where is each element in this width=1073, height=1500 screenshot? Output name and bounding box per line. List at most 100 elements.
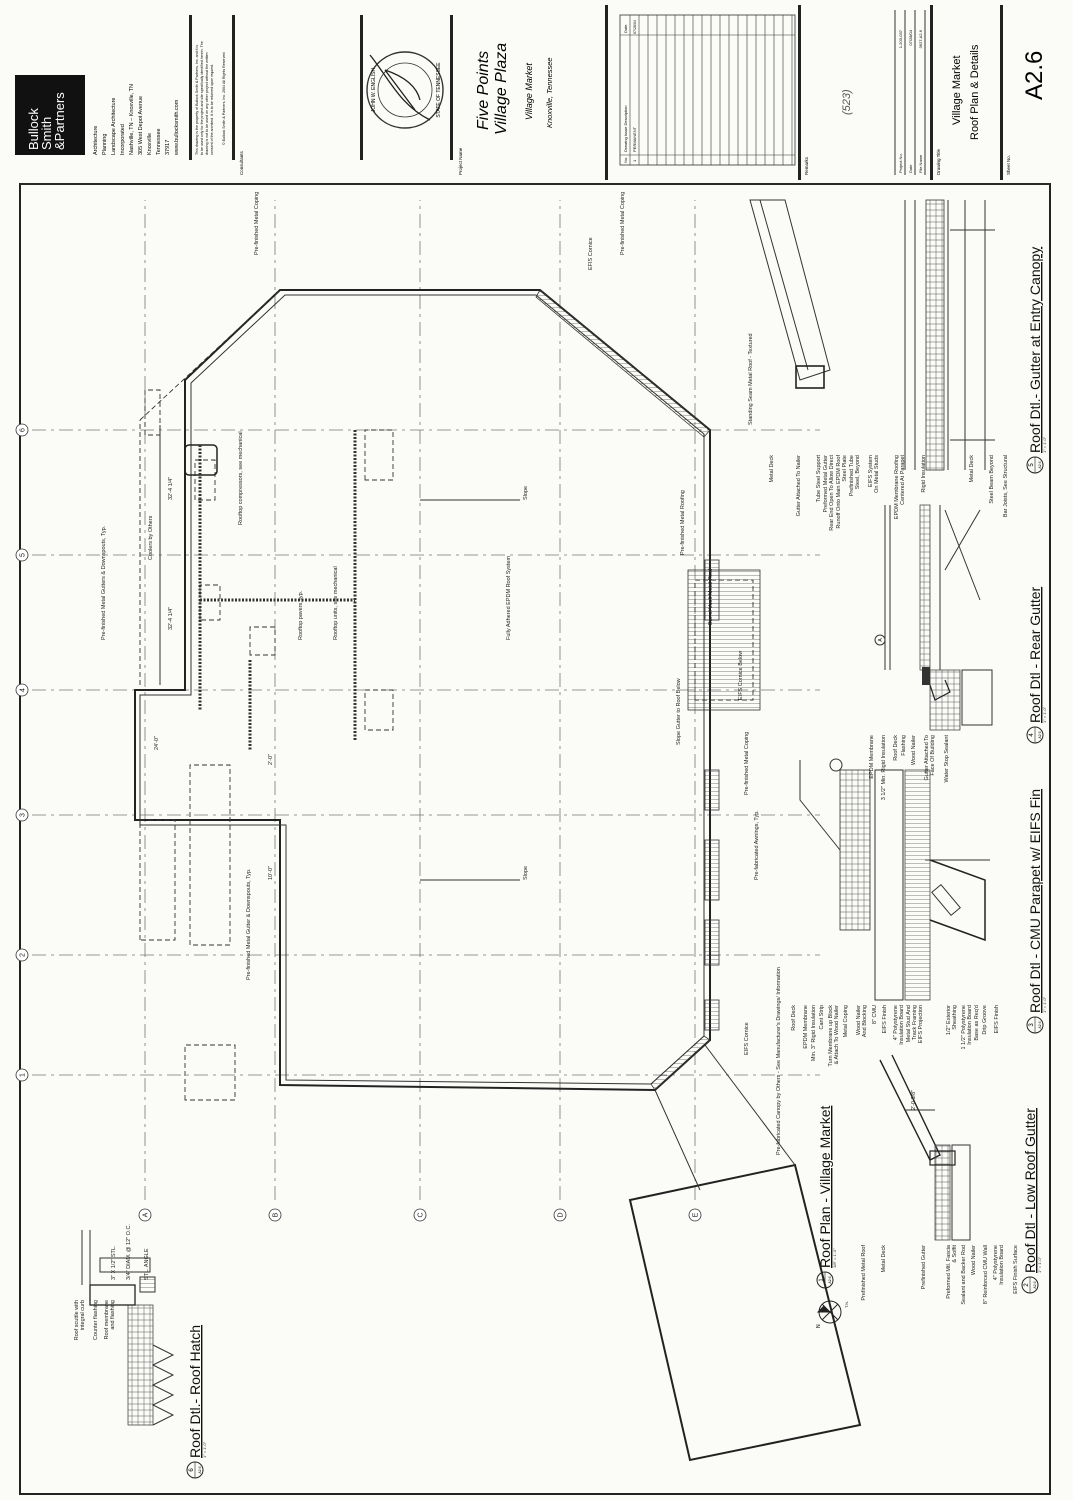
grid-bubble	[15, 423, 29, 437]
detail-scale: 1" = 1'-0"	[1042, 996, 1047, 1013]
detail-note: Rigid Insulation	[921, 455, 927, 493]
rooftop-unit	[364, 689, 394, 731]
drawing-title: Roof Plan & Details	[969, 44, 981, 140]
detail-note: Min. 3" Rigid Insulation	[811, 1005, 817, 1061]
plan-note: 2'-0"	[268, 754, 274, 765]
detail-sheet-ref: A2.6	[1038, 1021, 1042, 1028]
plan-note: Rooftop pavers, typ.	[298, 590, 304, 640]
detail-note: 8" Reinforced CMU Wall	[983, 1245, 989, 1304]
project-name-label: Project Name	[458, 147, 463, 175]
detail-tag: A	[878, 638, 884, 642]
signature	[369, 54, 431, 121]
rooftop-unit	[364, 429, 394, 481]
plan-note: Pre-finished Metal Roofing	[680, 490, 686, 555]
grid-column-label: 3	[20, 813, 27, 817]
detail-note: Sealant and Backer Rod	[961, 1245, 967, 1305]
separator-bar	[930, 5, 933, 180]
separator-bar	[232, 15, 235, 160]
detail-note: Prefinished Gutter	[921, 1245, 927, 1289]
detail-scale: 1" = 1'-0"	[1037, 1256, 1042, 1273]
roof-plan	[134, 289, 862, 1462]
detail-title: Roof Plan - Village Market	[817, 1106, 833, 1268]
detail-note: EIFS Finish	[994, 1005, 1000, 1033]
detail-note: Preformed Mtl. Fascia	[946, 1244, 952, 1299]
plan-note: Pre-finished Metal Coping	[744, 732, 750, 795]
grid-column-label: 4	[20, 688, 27, 692]
detail-number: 4	[1029, 733, 1035, 737]
sheet-no-label: Sheet No.	[1006, 155, 1011, 175]
awning	[704, 839, 720, 901]
awning	[704, 999, 720, 1031]
handwritten-remark: (523)	[841, 89, 853, 115]
firm-info-line: Tennessee	[156, 128, 162, 155]
detail-note: Track Framing	[912, 1005, 918, 1040]
detail-note: Metal Stud And	[906, 1005, 912, 1042]
detail-note: EIFS Projection	[918, 1005, 924, 1043]
separator-bar	[360, 15, 363, 160]
detail-ref-bubble	[829, 758, 843, 772]
seal-text: JOHN W. ENGLISH	[371, 68, 377, 113]
project-info-label: Date	[908, 164, 913, 173]
detail-note: Sheathing	[952, 1005, 958, 1030]
detail-note: 4" Polystyrene	[893, 1005, 899, 1040]
detail-5-gutter-entry-canopy	[749, 199, 995, 471]
detail-note: integral curb	[80, 1300, 86, 1330]
grid-bubble	[15, 548, 29, 562]
copyright-mark: © Bullock Smith & Partners, Inc. 2004 Al…	[222, 52, 226, 145]
detail-title: Roof Dtl.- Roof Hatch	[187, 1325, 203, 1458]
grid-bubble	[15, 683, 29, 697]
logo-text: &Partners	[52, 92, 67, 150]
dimension-text: 2'-0 3/8"	[911, 1090, 917, 1110]
plan-note: Rooftop compressors, see mechanical	[238, 431, 244, 525]
plan-note: Rooftop units, see mechanical	[333, 566, 339, 640]
detail-note: 3/4" DIAM. @ 12" O.C.	[126, 1224, 132, 1280]
firm-info-line: Architecture	[93, 126, 99, 155]
rev-cell: 1	[632, 159, 637, 162]
detail-sheet-ref: A2.6	[1038, 461, 1042, 468]
detail-note: and flashing	[110, 1300, 116, 1330]
detail-sheet-ref: A2.6	[1033, 1281, 1037, 1288]
detail-note: Gutter Attached To	[924, 735, 930, 780]
equipment-outline	[184, 1044, 236, 1101]
grid-row-label: A	[143, 1212, 150, 1217]
canopy-connector	[704, 1044, 796, 1166]
detail-number: 2	[1024, 1283, 1030, 1287]
plan-note: Slope Gutter to Roof Below	[676, 678, 682, 745]
detail-note: Metal Deck	[769, 455, 775, 483]
detail-scale: 1/8" = 1'-0"	[832, 1248, 837, 1268]
plan-note: Slope	[523, 866, 529, 880]
detail-note: 1/2" Exterior	[946, 1005, 952, 1035]
awning	[704, 769, 720, 811]
detail-title: Roof Dtl - CMU Parapet w/ EIFS Fin	[1027, 789, 1043, 1013]
grid-bubble	[15, 1068, 29, 1082]
detail-number: 1	[819, 1278, 825, 1282]
firm-info-line: Landscape Architecture	[111, 98, 117, 155]
logo-text: Smith	[39, 117, 54, 150]
detail-note: Tube Steel Support	[816, 455, 822, 503]
plan-note: 32'-4 1/4"	[168, 477, 174, 500]
firm-info-line: Incorporated	[120, 124, 126, 155]
project-info-label: File Name	[918, 154, 923, 173]
grid-bubble	[138, 1208, 152, 1222]
detail-2-low-roof-gutter	[879, 1054, 971, 1241]
detail-note: EPDM Membrane Roofing	[894, 455, 900, 519]
coping-hatch	[650, 1035, 711, 1091]
project-name: Village Plaza	[493, 43, 510, 135]
detail-sheet-ref: A2.6	[828, 1276, 832, 1283]
grid-row-label: E	[693, 1212, 700, 1217]
grid-column-label: 6	[20, 428, 27, 432]
copyright-text: This drawing is the property of Bullock …	[195, 45, 199, 155]
detail-note: Wood Nailer	[971, 1245, 977, 1275]
canopy-connector	[654, 1089, 701, 1191]
detail-note: Metal Coping	[843, 1005, 849, 1037]
plan-note: Pre-finished Metal Coping	[254, 192, 260, 255]
separator-bar	[1000, 5, 1003, 180]
detail-note: Prefinished Metal Roof	[861, 1245, 867, 1301]
plan-note: EIFS Cornice Below	[738, 651, 744, 700]
plan-note: EIFS Cornice	[744, 1022, 750, 1055]
plan-note: Slope	[523, 486, 529, 500]
professional-seal	[366, 51, 444, 129]
consultants-label: Consultants	[239, 150, 244, 175]
plan-note: Fully Adhered EPDM Roof System	[506, 556, 512, 640]
